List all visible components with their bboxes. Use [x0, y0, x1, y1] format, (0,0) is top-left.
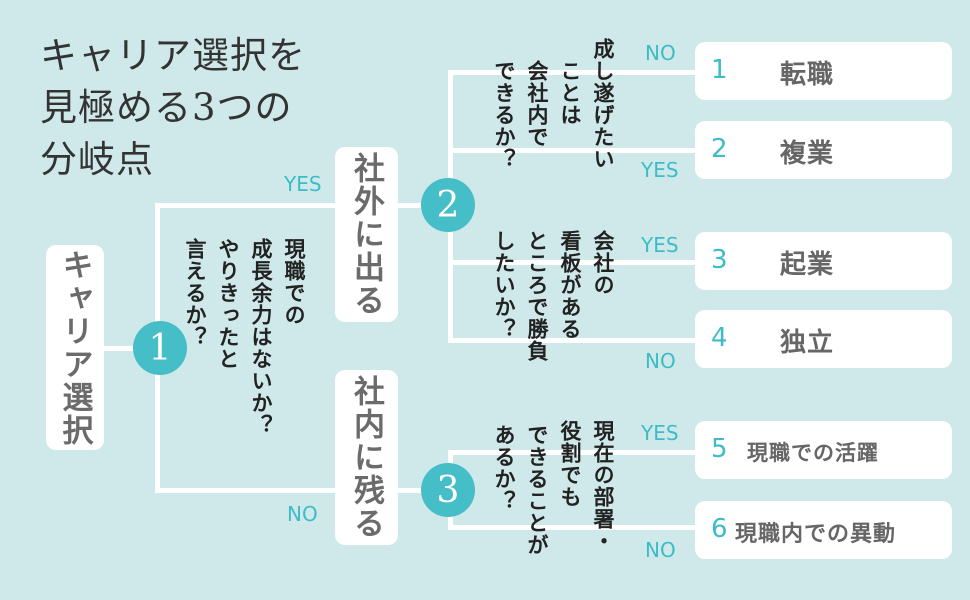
answer-label: NO — [645, 349, 676, 373]
answer-label: YES — [641, 158, 679, 182]
answer-label: YES — [641, 421, 679, 445]
question-line: 看板がある — [558, 230, 582, 340]
result-number: 3 — [711, 245, 728, 275]
connector-line — [155, 203, 455, 208]
answer-label: NO — [645, 538, 676, 562]
answer-label: NO — [645, 41, 676, 65]
result-box-2: 2 複業 — [695, 121, 952, 179]
title-line: 分岐点 — [40, 138, 154, 181]
page-title: キャリア選択を 見極める3つの 分岐点 — [40, 30, 306, 186]
question-line: あるか？ — [492, 424, 516, 512]
result-label: 転職 — [780, 60, 835, 90]
result-label: 現職内での異動 — [735, 522, 897, 547]
connector-line — [448, 148, 698, 153]
result-box-1: 1 転職 — [695, 42, 952, 100]
no-label: NO — [287, 502, 318, 526]
title-line: 見極める3つの — [40, 86, 293, 129]
yes-label: YES — [284, 172, 322, 196]
result-box-5: 5 現職での活躍 — [695, 421, 952, 479]
question-line: したいか？ — [492, 230, 516, 340]
result-number: 2 — [711, 134, 728, 164]
node-circle-1: 1 — [133, 321, 187, 375]
connector-line — [155, 488, 455, 493]
question-2a: 成し遂げたい ことは 会社内で できるか？ — [487, 38, 619, 170]
connector-line — [100, 346, 160, 351]
question-line: 成長余力はないか？ — [249, 238, 273, 436]
question-line: 現職での — [282, 238, 306, 326]
node-number: 2 — [436, 184, 460, 226]
connector-line — [448, 338, 698, 343]
question-line: やりきったと — [216, 238, 240, 370]
node-circle-2: 2 — [421, 178, 475, 232]
question-line: 成し遂げたい — [591, 38, 615, 170]
branch-label: 社内に残る — [348, 375, 384, 540]
result-number: 1 — [711, 55, 728, 85]
connector-line — [448, 70, 698, 75]
branch-label: 社外に出る — [348, 152, 384, 317]
connector-line — [448, 260, 698, 265]
answer-label: YES — [641, 233, 679, 257]
result-box-3: 3 起業 — [695, 232, 952, 290]
start-label: キャリア選択 — [56, 248, 93, 447]
question-1: 現職での 成長余力はないか？ やりきったと 言えるか？ — [178, 238, 310, 436]
question-line: ところで勝負 — [525, 230, 549, 362]
question-2b: 会社の 看板がある ところで勝負 したいか？ — [487, 230, 619, 362]
question-line: 現在の部署・ — [591, 420, 615, 552]
result-label: 現職での活躍 — [747, 441, 879, 465]
connector-line — [448, 525, 698, 530]
result-label: 複業 — [780, 139, 835, 169]
question-line: ことは — [558, 60, 582, 126]
question-line: 会社の — [591, 230, 615, 296]
question-line: できることが — [525, 424, 549, 556]
result-box-4: 4 独立 — [695, 310, 952, 368]
result-label: 独立 — [780, 328, 835, 358]
result-number: 4 — [711, 323, 728, 353]
result-number: 5 — [711, 434, 728, 464]
question-line: できるか？ — [492, 60, 516, 170]
result-number: 6 — [711, 514, 728, 544]
question-3: 現在の部署・ 役割でも できることが あるか？ — [487, 420, 619, 556]
branch-inside-box: 社内に残る — [335, 370, 398, 545]
connector-line — [448, 450, 698, 455]
node-circle-3: 3 — [421, 463, 475, 517]
question-line: 言えるか？ — [183, 238, 207, 348]
result-box-6: 6 現職内での異動 — [695, 501, 952, 559]
result-label: 起業 — [780, 250, 835, 280]
start-box: キャリア選択 — [46, 245, 104, 450]
question-line: 役割でも — [558, 420, 582, 508]
node-number: 1 — [148, 327, 172, 369]
question-line: 会社内で — [525, 60, 549, 148]
branch-outside-box: 社外に出る — [335, 147, 398, 322]
node-number: 3 — [436, 469, 460, 511]
title-line: キャリア選択を — [40, 34, 306, 77]
